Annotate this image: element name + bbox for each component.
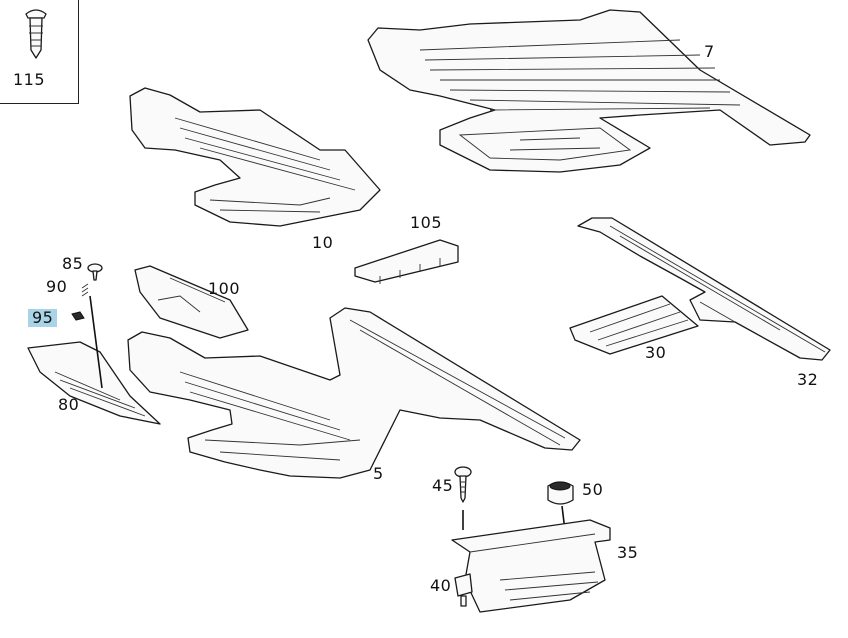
fastener-group — [71, 263, 103, 389]
trim-strip-105 — [354, 239, 459, 284]
callout-115: 115 — [13, 70, 46, 89]
callout-105: 105 — [410, 213, 443, 232]
callout-5: 5 — [373, 464, 384, 483]
push-clip-icon — [25, 9, 47, 59]
plate-30 — [569, 295, 699, 355]
callout-32: 32 — [797, 370, 819, 389]
step-tray-35 — [451, 519, 611, 613]
callout-100: 100 — [208, 279, 241, 298]
clip-inset-box: 115 — [0, 0, 79, 104]
clip-40 — [454, 573, 473, 607]
grommet-50 — [547, 481, 574, 573]
callout-80: 80 — [58, 395, 80, 414]
callout-50: 50 — [582, 480, 604, 499]
callout-40: 40 — [430, 576, 452, 595]
screw-45 — [454, 466, 472, 530]
callout-7: 7 — [704, 42, 715, 61]
floor-panel-7 — [367, 9, 811, 173]
callout-95: 95 — [28, 309, 58, 327]
bracket-100 — [134, 265, 249, 339]
callout-45: 45 — [432, 476, 454, 495]
callout-90: 90 — [46, 277, 68, 296]
floor-panel-5 — [127, 307, 581, 479]
callout-10: 10 — [312, 233, 334, 252]
callout-30: 30 — [645, 343, 667, 362]
callout-35: 35 — [617, 543, 639, 562]
floor-panel-10 — [129, 87, 381, 227]
callout-85: 85 — [62, 254, 84, 273]
side-mat-80 — [27, 341, 161, 425]
rail-32 — [577, 217, 831, 361]
